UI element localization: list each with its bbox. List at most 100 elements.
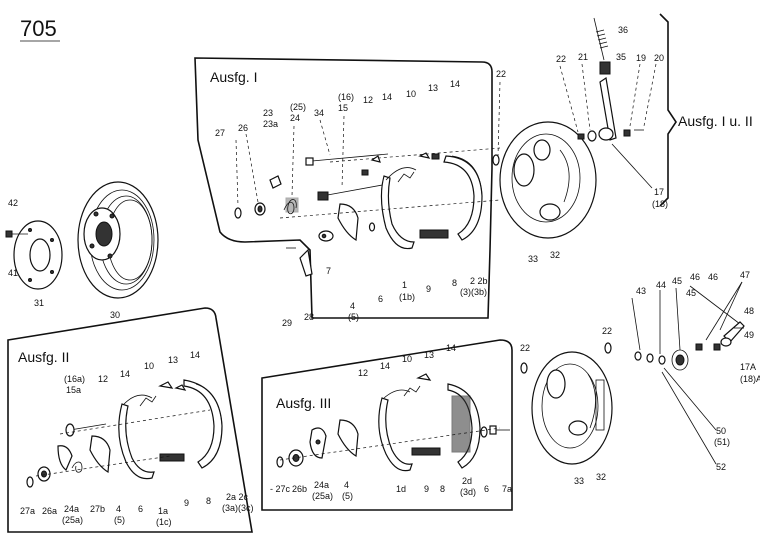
a2-clip-13 (158, 381, 174, 389)
label-10: 10 (406, 89, 416, 99)
a3-bushing-26b (288, 449, 304, 467)
a3-label-13: 13 (424, 350, 434, 360)
a3-spring-10 (403, 385, 421, 397)
r-label-51: (51) (714, 437, 730, 447)
a2-cam-27b (57, 445, 73, 471)
washer-22-top (492, 154, 500, 166)
r-label-45: 45 (672, 276, 682, 286)
r-label-46: 46 (690, 272, 700, 282)
page-number: 705 (20, 16, 57, 41)
label-22b: 22 (556, 54, 566, 64)
a2-label-4: 4 (116, 504, 121, 514)
bracket-28 (299, 248, 313, 277)
spring-10 (397, 171, 415, 183)
r-label-43: 43 (636, 286, 646, 296)
label-6: 6 (378, 294, 383, 304)
a3-shoe-1d (378, 389, 413, 472)
label-23a: 23a (263, 119, 278, 129)
label-29: 29 (282, 318, 292, 328)
r-nuts-46 (695, 343, 721, 351)
a3-lever-4 (337, 419, 359, 458)
a3-label-24a: 24a (314, 480, 329, 490)
r-washers-43-44 (634, 351, 666, 365)
label-34: 34 (314, 108, 324, 118)
ausfg-2-frame (7, 307, 253, 533)
a3-adjuster-9 (411, 447, 441, 456)
a3-label-14: 14 (380, 361, 390, 371)
label-21: 21 (578, 52, 588, 62)
shoe-lining-2 (443, 155, 483, 241)
a2-label-27b: 27b (90, 504, 105, 514)
label-13: 13 (428, 83, 438, 93)
r-label-17a: 17A (740, 362, 756, 372)
ausfg-3-title: Ausfg. III (276, 395, 331, 411)
a2-label-14b: 14 (190, 350, 200, 360)
hub-cap-31 (13, 220, 63, 290)
pin-12 (361, 169, 369, 176)
label-5: (5) (348, 312, 359, 322)
label-33: 33 (528, 254, 538, 264)
a3-spring-24a (309, 427, 327, 459)
a2-label-13: 13 (168, 355, 178, 365)
ausfg-1u2-bracket (659, 13, 677, 207)
a3-label-7a: 7a (502, 484, 512, 494)
a2-label-15a: 15a (66, 385, 81, 395)
backing-plate-33-bottom (531, 351, 613, 465)
a3-label-25a: (25a) (312, 491, 333, 501)
a2-lever-4 (89, 435, 111, 474)
r-washer-22-upper (604, 342, 612, 354)
label-32: 32 (550, 250, 560, 260)
label-1: 1 (402, 280, 407, 290)
label-17: 17 (654, 187, 664, 197)
label-3-3b: (3)(3b) (460, 287, 487, 297)
label-41: 41 (8, 268, 18, 278)
r-spring-45 (671, 349, 689, 371)
a2-label-2a2c: 2a 2c (226, 492, 249, 502)
ausfg-2-title: Ausfg. II (18, 349, 69, 365)
r-label-18a: (18)A (740, 374, 760, 384)
a2-label-24a: 24a (64, 504, 79, 514)
r-label-33: 33 (574, 476, 584, 486)
label-20: 20 (654, 53, 664, 63)
label-36: 36 (618, 25, 628, 35)
a2-clip-14b (174, 384, 187, 391)
a2-washer-27a (26, 476, 34, 488)
label-31: 31 (34, 298, 44, 308)
label-1b: (1b) (399, 292, 415, 302)
a3-label-2d: 2d (462, 476, 472, 486)
a3-washer-27c (276, 456, 284, 468)
a3-label-4: 4 (344, 480, 349, 490)
a3-label-6: 6 (484, 484, 489, 494)
rod-36 (593, 17, 609, 61)
r-label-45b: 45 (686, 288, 696, 298)
r-label-52: 52 (716, 462, 726, 472)
label-12: 12 (363, 95, 373, 105)
label-19: 19 (636, 53, 646, 63)
a3-label-14b: 14 (446, 343, 456, 353)
a3-label-3d: (3d) (460, 487, 476, 497)
a2-label-14: 14 (120, 369, 130, 379)
label-42: 42 (8, 198, 18, 208)
nut-35 (599, 61, 611, 75)
a3-washer-6 (480, 426, 488, 438)
r-label-49: 49 (744, 330, 754, 340)
ausfg-1-title: Ausfg. I (210, 69, 257, 85)
spring-24 (283, 197, 299, 215)
shoe-1 (380, 167, 417, 250)
label-16: (16) (338, 92, 354, 102)
a2-label-5: (5) (114, 515, 125, 525)
a3-label-1d: 1d (396, 484, 406, 494)
a2-spring-24a (71, 461, 83, 473)
adjuster-9 (419, 229, 449, 239)
a3-label-27c: - 27c (270, 484, 291, 494)
r-label-22: 22 (520, 343, 530, 353)
r-label-47: 47 (740, 270, 750, 280)
r-label-32: 32 (596, 472, 606, 482)
a3-bolt-7a (489, 425, 510, 435)
label-23: 23 (263, 108, 273, 118)
a3-label-5: (5) (342, 491, 353, 501)
lever-17 (598, 76, 617, 141)
a3-shoe-2d (447, 383, 481, 469)
backing-plate-33-top (499, 121, 597, 239)
a2-spring-10 (139, 395, 157, 407)
